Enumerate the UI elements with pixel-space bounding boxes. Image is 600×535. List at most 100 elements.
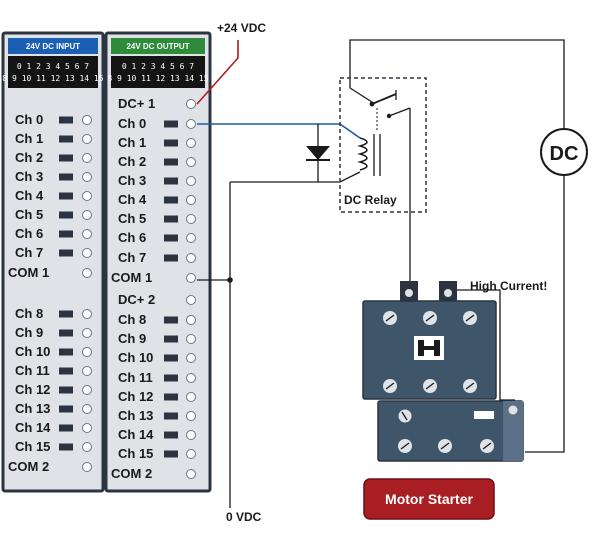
output-terminal-ch-9[interactable] <box>186 334 196 344</box>
output-row-ch-3: Ch 3 <box>118 173 196 188</box>
contactor-screw-slot <box>425 314 435 322</box>
input-terminal-ch-4[interactable] <box>82 191 92 201</box>
input-row-com-2: COM 2 <box>8 459 92 474</box>
output-terminal-ch-7[interactable] <box>186 253 196 263</box>
output-indicator-ch-0 <box>164 120 178 128</box>
output-terminal-ch-3[interactable] <box>186 176 196 186</box>
input-indicator-ch-7 <box>59 249 73 257</box>
output-row-ch-8: Ch 8 <box>118 312 196 327</box>
output-terminal-com-2[interactable] <box>186 469 196 479</box>
input-row-ch-13: Ch 13 <box>15 401 92 416</box>
output-label-ch-8: Ch 8 <box>118 312 146 327</box>
input-label-ch-5: Ch 5 <box>15 207 43 222</box>
output-terminal-ch-0[interactable] <box>186 119 196 129</box>
input-label-com-1: COM 1 <box>8 265 49 280</box>
output-label-dc-plus-2: DC+ 2 <box>118 292 155 307</box>
input-row-ch-7: Ch 7 <box>15 245 92 260</box>
output-terminal-ch-10[interactable] <box>186 353 196 363</box>
input-terminal-ch-13[interactable] <box>82 404 92 414</box>
dc-relay: DC Relay <box>339 77 427 213</box>
output-module-header: 24V DC OUTPUT <box>126 42 189 51</box>
output-indicator-ch-10 <box>164 354 178 362</box>
output-indicator-ch-13 <box>164 412 178 420</box>
output-indicator-ch-12 <box>164 393 178 401</box>
output-indicator-ch-8 <box>164 316 178 324</box>
input-label-ch-10: Ch 10 <box>15 344 50 359</box>
output-terminal-ch-2[interactable] <box>186 157 196 167</box>
input-terminal-ch-3[interactable] <box>82 172 92 182</box>
input-terminal-ch-9[interactable] <box>82 328 92 338</box>
input-label-ch-2: Ch 2 <box>15 150 43 165</box>
output-led-panel <box>111 56 205 88</box>
input-row-ch-8: Ch 8 <box>15 306 92 321</box>
output-led-row-2: 8 9 10 11 12 13 14 15 <box>107 74 208 83</box>
contactor-window-bar <box>424 346 434 350</box>
input-label-ch-11: Ch 11 <box>15 363 50 378</box>
output-label-ch-10: Ch 10 <box>118 350 153 365</box>
dc-source: DC <box>540 128 588 176</box>
output-row-dc-plus-2: DC+ 2 <box>118 292 196 307</box>
output-terminal-dc-plus-2[interactable] <box>186 295 196 305</box>
relay-pivot <box>369 101 375 107</box>
output-terminal-com-1[interactable] <box>186 273 196 283</box>
input-row-ch-6: Ch 6 <box>15 226 92 241</box>
input-terminal-ch-12[interactable] <box>82 385 92 395</box>
contactor-window-left <box>418 340 424 356</box>
output-terminal-ch-8[interactable] <box>186 315 196 325</box>
output-terminal-ch-4[interactable] <box>186 195 196 205</box>
input-terminal-ch-2[interactable] <box>82 153 92 163</box>
input-label-com-2: COM 2 <box>8 459 49 474</box>
output-label-ch-6: Ch 6 <box>118 230 146 245</box>
input-label-ch-4: Ch 4 <box>15 188 44 203</box>
input-row-ch-11: Ch 11 <box>15 363 92 378</box>
input-label-ch-14: Ch 14 <box>15 420 51 435</box>
input-indicator-ch-13 <box>59 405 73 413</box>
output-label-com-1: COM 1 <box>111 270 152 285</box>
input-row-ch-14: Ch 14 <box>15 420 92 435</box>
input-terminal-ch-1[interactable] <box>82 134 92 144</box>
output-terminal-ch-1[interactable] <box>186 138 196 148</box>
overload-aux-block <box>503 401 523 461</box>
output-indicator-ch-5 <box>164 215 178 223</box>
input-label-ch-15: Ch 15 <box>15 439 50 454</box>
input-terminal-ch-10[interactable] <box>82 347 92 357</box>
dc-relay-boundary <box>339 77 427 213</box>
output-terminal-ch-5[interactable] <box>186 214 196 224</box>
input-row-ch-15: Ch 15 <box>15 439 92 454</box>
output-terminal-ch-15[interactable] <box>186 449 196 459</box>
com1-junction <box>227 277 233 283</box>
input-terminal-ch-15[interactable] <box>82 442 92 452</box>
input-terminal-ch-14[interactable] <box>82 423 92 433</box>
input-module-header: 24V DC INPUT <box>26 42 80 51</box>
output-row-ch-4: Ch 4 <box>118 192 196 207</box>
contactor-screws <box>383 311 477 393</box>
output-terminal-ch-12[interactable] <box>186 392 196 402</box>
input-terminal-com-1[interactable] <box>82 268 92 278</box>
output-module-header-bg <box>111 38 205 54</box>
input-terminal-ch-6[interactable] <box>82 229 92 239</box>
output-terminal-ch-6[interactable] <box>186 233 196 243</box>
input-module: 24V DC INPUT 0 1 2 3 4 5 6 7 8 9 10 11 1… <box>1 31 105 493</box>
input-terminal-ch-8[interactable] <box>82 309 92 319</box>
overload-relay-body <box>377 400 524 462</box>
input-terminal-ch-0[interactable] <box>82 115 92 125</box>
output-terminal-ch-11[interactable] <box>186 373 196 383</box>
input-label-ch-6: Ch 6 <box>15 226 43 241</box>
input-label-ch-3: Ch 3 <box>15 169 43 184</box>
output-terminal-ch-13[interactable] <box>186 411 196 421</box>
input-terminal-com-2[interactable] <box>82 462 92 472</box>
starter-return-wire <box>448 289 515 401</box>
high-current-label: High Current! <box>470 279 547 293</box>
input-terminal-ch-5[interactable] <box>82 210 92 220</box>
plus-24vdc-label: +24 VDC <box>217 21 266 35</box>
output-terminal-dc-plus-1[interactable] <box>186 99 196 109</box>
input-indicator-ch-1 <box>59 135 73 143</box>
input-indicator-ch-11 <box>59 367 73 375</box>
input-terminal-ch-7[interactable] <box>82 248 92 258</box>
overload-reset-button[interactable] <box>474 411 494 419</box>
contactor-screw-slot <box>385 382 395 390</box>
input-terminal-ch-11[interactable] <box>82 366 92 376</box>
output-terminal-ch-14[interactable] <box>186 430 196 440</box>
output-indicator-ch-1 <box>164 139 178 147</box>
